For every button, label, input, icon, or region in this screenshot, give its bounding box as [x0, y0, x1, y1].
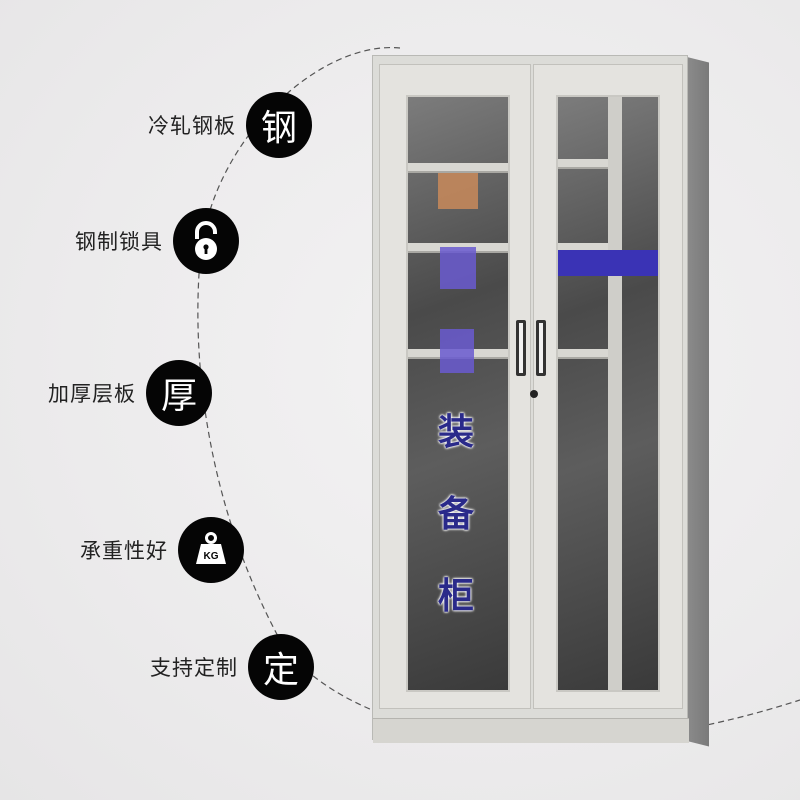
right-door-handle[interactable] [536, 320, 546, 376]
shelf [408, 163, 508, 173]
feature-load-bearing: 承重性好 KG [80, 517, 244, 583]
weight-kg-icon: KG [178, 517, 244, 583]
shelf [558, 349, 608, 359]
left-glass-door: 装 备 柜 [379, 64, 531, 709]
feature-label: 冷轧钢板 [148, 114, 236, 138]
door-lock-keyhole[interactable] [530, 390, 538, 398]
feature-label: 钢制锁具 [75, 230, 163, 254]
cabinet-body: 装 备 柜 [372, 55, 689, 743]
svg-text:KG: KG [204, 551, 219, 562]
padlock-icon [173, 208, 239, 274]
feature-thick-shelves: 加厚层板 厚 [48, 360, 212, 426]
vertical-divider [608, 97, 622, 690]
steel-badge-icon: 钢 [246, 92, 312, 158]
feature-customizable: 支持定制 定 [150, 634, 314, 700]
cabinet-base [373, 718, 689, 743]
shelf [558, 159, 608, 169]
blurred-blue-sign [558, 250, 658, 276]
custom-badge-icon: 定 [248, 634, 314, 700]
equipment-cabinet-image: 装 备 柜 [372, 50, 709, 747]
door-title-char: 柜 [438, 576, 475, 617]
right-door-glass [556, 95, 660, 692]
door-title-char: 装 [438, 412, 475, 453]
right-glass-door [530, 64, 683, 709]
thick-badge-icon: 厚 [146, 360, 212, 426]
feature-steel-lock: 钢制锁具 [75, 208, 239, 274]
blurred-char [440, 329, 474, 373]
feature-label: 加厚层板 [48, 382, 136, 406]
door-title-char: 备 [438, 494, 475, 535]
left-door-glass: 装 备 柜 [406, 95, 510, 692]
emblem-blurred [438, 173, 478, 209]
blurred-char [440, 247, 476, 289]
feature-label: 支持定制 [150, 656, 238, 680]
feature-label: 承重性好 [80, 539, 168, 563]
left-door-handle[interactable] [516, 320, 526, 376]
feature-cold-rolled-steel: 冷轧钢板 钢 [148, 92, 312, 158]
